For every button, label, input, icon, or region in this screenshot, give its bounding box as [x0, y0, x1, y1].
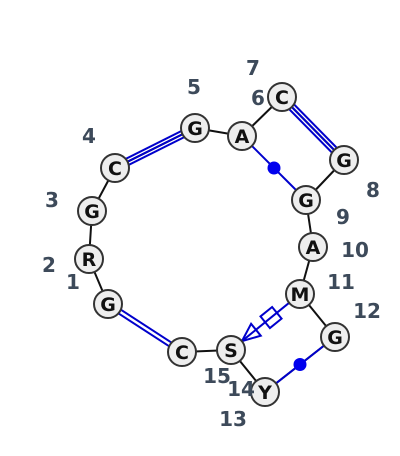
position-label: 15 — [203, 364, 231, 388]
nucleotide-circle — [180, 113, 210, 143]
canonical-pair-line — [283, 93, 348, 159]
position-label: 1 — [66, 270, 80, 294]
nucleotide-circle — [329, 145, 359, 175]
nucleotide-circle — [227, 121, 257, 151]
position-label: 11 — [327, 270, 355, 294]
nucleotide-letter: S — [224, 340, 238, 362]
pair-square-symbol — [259, 305, 283, 330]
nucleotide-letter: C — [108, 158, 122, 180]
nucleotide-letter: M — [291, 284, 310, 306]
nucleotide-letter: G — [298, 190, 314, 212]
position-label: 12 — [353, 299, 381, 323]
position-label: 2 — [42, 253, 56, 277]
pair-dot-symbol — [267, 161, 281, 175]
nucleotide-letter: A — [306, 237, 321, 259]
pair-dot-symbol — [293, 358, 307, 371]
nucleotide-letter: C — [275, 87, 289, 109]
nucleotide-circle — [77, 196, 107, 226]
position-label: 10 — [341, 238, 369, 262]
nucleotide-circle — [285, 279, 315, 309]
nucleotide-letter: G — [100, 294, 116, 316]
nucleotide-circle — [167, 337, 197, 367]
position-label: 5 — [187, 75, 201, 99]
nucleotide-circle — [267, 82, 297, 112]
canonical-pair-line — [116, 130, 197, 172]
nucleotide-letter: G — [327, 327, 343, 349]
nucleotide-letter: G — [84, 201, 100, 223]
nucleotide-circle — [320, 322, 350, 352]
nucleotide-letter: G — [336, 150, 352, 172]
nucleotide-circle — [100, 153, 130, 183]
canonical-pair-line — [278, 98, 343, 164]
nucleotide-circle — [250, 377, 280, 407]
position-label: 6 — [251, 86, 265, 110]
nucleotide-circle — [298, 232, 328, 262]
position-label: 9 — [336, 205, 350, 229]
nucleotide-letter: R — [82, 249, 97, 271]
nucleotide-letter: A — [235, 126, 250, 148]
position-label: 8 — [366, 178, 380, 202]
pair-triangle-symbol — [239, 322, 263, 343]
nucleotide-circle — [216, 335, 246, 365]
nucleotide-circle — [291, 185, 321, 215]
nucleotide-circle — [74, 244, 104, 274]
position-label: 14 — [227, 377, 255, 401]
position-label: 4 — [82, 124, 96, 148]
nucleotide-circle — [93, 289, 123, 319]
nucleotide-letter: C — [175, 342, 189, 364]
position-label: 3 — [45, 188, 59, 212]
position-label: 13 — [219, 407, 247, 431]
canonical-pair-line — [113, 124, 194, 166]
nucleotide-letter: Y — [257, 382, 272, 404]
nucleotide-letter: G — [187, 118, 203, 140]
position-label: 7 — [246, 56, 260, 80]
